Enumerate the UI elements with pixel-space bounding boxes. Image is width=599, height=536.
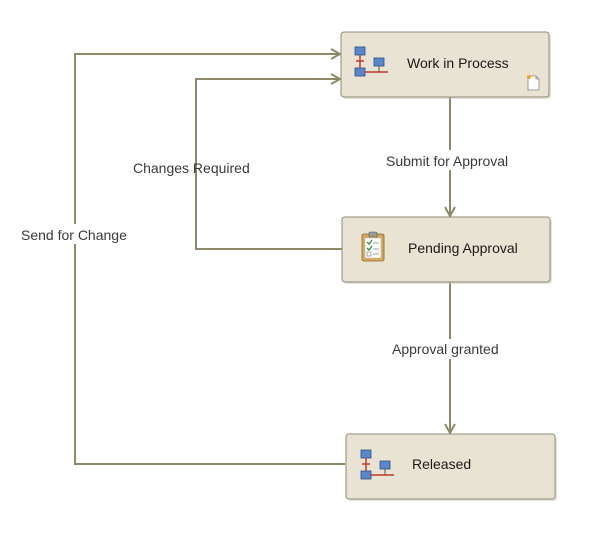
new-document-icon [527, 75, 540, 91]
submit-for-approval-label-bg [384, 150, 519, 170]
node-released[interactable]: Released [345, 433, 557, 501]
node-label: Work in Process [407, 55, 509, 71]
changes-required-label: Changes Required [133, 160, 250, 176]
node-pending-approval[interactable]: Pending Approval [341, 216, 552, 284]
submit-for-approval-label: Submit for Approval [386, 153, 508, 169]
node-box [345, 433, 556, 500]
workflow-hierarchy-icon [360, 449, 394, 480]
send-for-change-connector[interactable] [74, 54, 345, 465]
edge-changes-required[interactable] [195, 79, 342, 250]
node-box [341, 216, 551, 283]
workflow-hierarchy-icon [354, 46, 388, 77]
clipboard-checklist-icon [361, 231, 385, 262]
node-box [340, 31, 550, 98]
send-for-change-label: Send for Change [21, 227, 127, 243]
send-for-change-label-bg [19, 224, 135, 244]
approval-granted-label: Approval granted [392, 341, 499, 357]
node-work-in-process[interactable]: Work in Process [340, 31, 551, 99]
node-label: Pending Approval [408, 240, 518, 256]
node-label: Released [412, 456, 471, 472]
approval-granted-label-bg [390, 339, 507, 359]
edge-send-for-change[interactable] [74, 54, 345, 465]
changes-required-connector[interactable] [195, 79, 342, 250]
